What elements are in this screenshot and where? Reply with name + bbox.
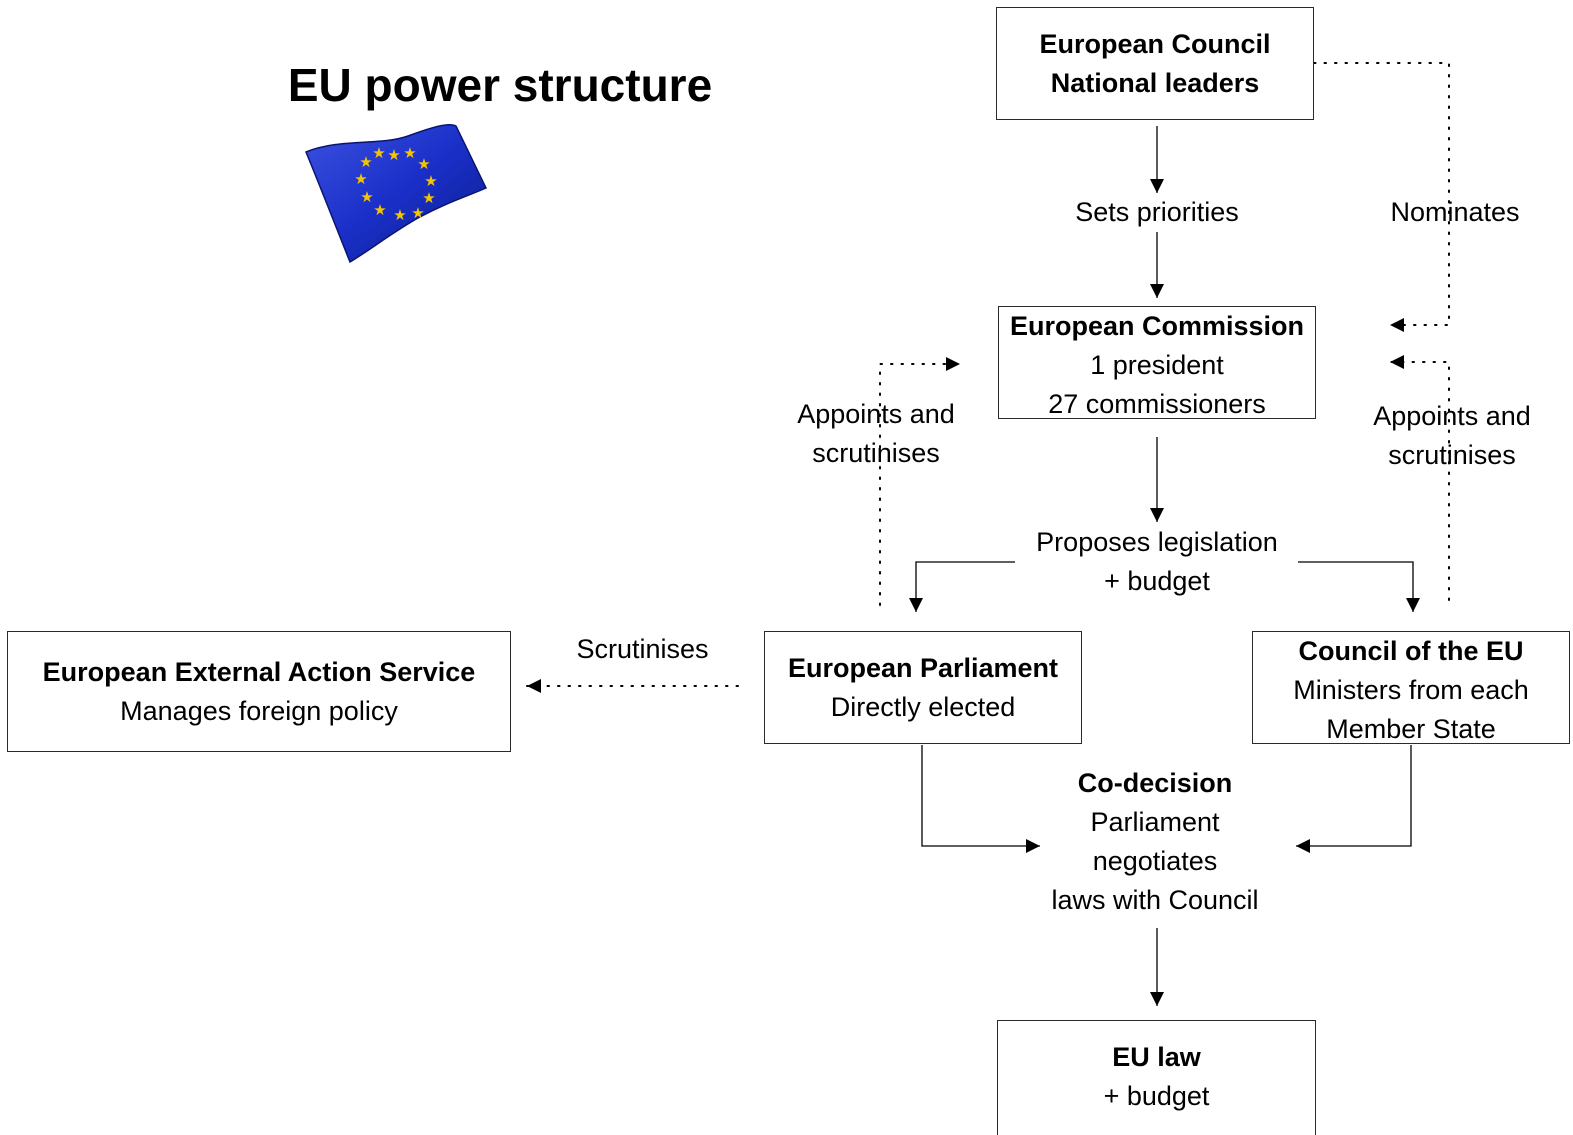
- label-sets-priorities: Sets priorities: [1075, 197, 1239, 227]
- node-eu-law: EU law + budget: [997, 1020, 1316, 1135]
- dotted-appoints-left: [879, 357, 961, 606]
- svg-text:★: ★: [387, 146, 400, 164]
- svg-text:★: ★: [360, 188, 373, 206]
- svg-text:★: ★: [393, 206, 406, 224]
- svg-text:★: ★: [373, 201, 386, 219]
- svg-text:★: ★: [411, 204, 424, 222]
- svg-text:★: ★: [417, 155, 430, 173]
- svg-text:★: ★: [422, 189, 435, 207]
- label-proposes-legislation: Proposes legislation + budget: [1036, 527, 1278, 596]
- svg-text:★: ★: [403, 144, 416, 162]
- arrow-council-eu-to-codecision: [1296, 745, 1412, 853]
- arrow-proposes-to-parliament: [909, 561, 1015, 612]
- node-european-council: European Council National leaders: [996, 7, 1314, 120]
- eu-flag-icon: ★ ★ ★ ★ ★ ★ ★ ★ ★ ★ ★ ★: [305, 124, 488, 264]
- arrow-parliament-to-codecision: [921, 745, 1040, 853]
- label-scrutinises: Scrutinises: [576, 634, 709, 664]
- node-council-of-the-eu: Council of the EU Ministers from each Me…: [1252, 631, 1570, 744]
- label-nominates: Nominates: [1390, 197, 1520, 227]
- svg-text:★: ★: [424, 172, 437, 190]
- svg-text:★: ★: [359, 153, 372, 171]
- label-appoints-right: Appoints and scrutinises: [1373, 401, 1531, 470]
- node-eeas: European External Action Service Manages…: [7, 631, 511, 752]
- diagram-title: EU power structure: [287, 59, 713, 111]
- svg-text:★: ★: [354, 170, 367, 188]
- node-european-parliament: European Parliament Directly elected: [764, 631, 1082, 744]
- node-european-commission: European Commission 1 president 27 commi…: [998, 306, 1316, 419]
- label-codecision: Co-decision Parliament negotiates laws w…: [1051, 768, 1259, 915]
- svg-text:★: ★: [372, 144, 385, 162]
- arrow-proposes-to-council-eu: [1298, 561, 1420, 612]
- label-appoints-left: Appoints and scrutinises: [797, 399, 955, 468]
